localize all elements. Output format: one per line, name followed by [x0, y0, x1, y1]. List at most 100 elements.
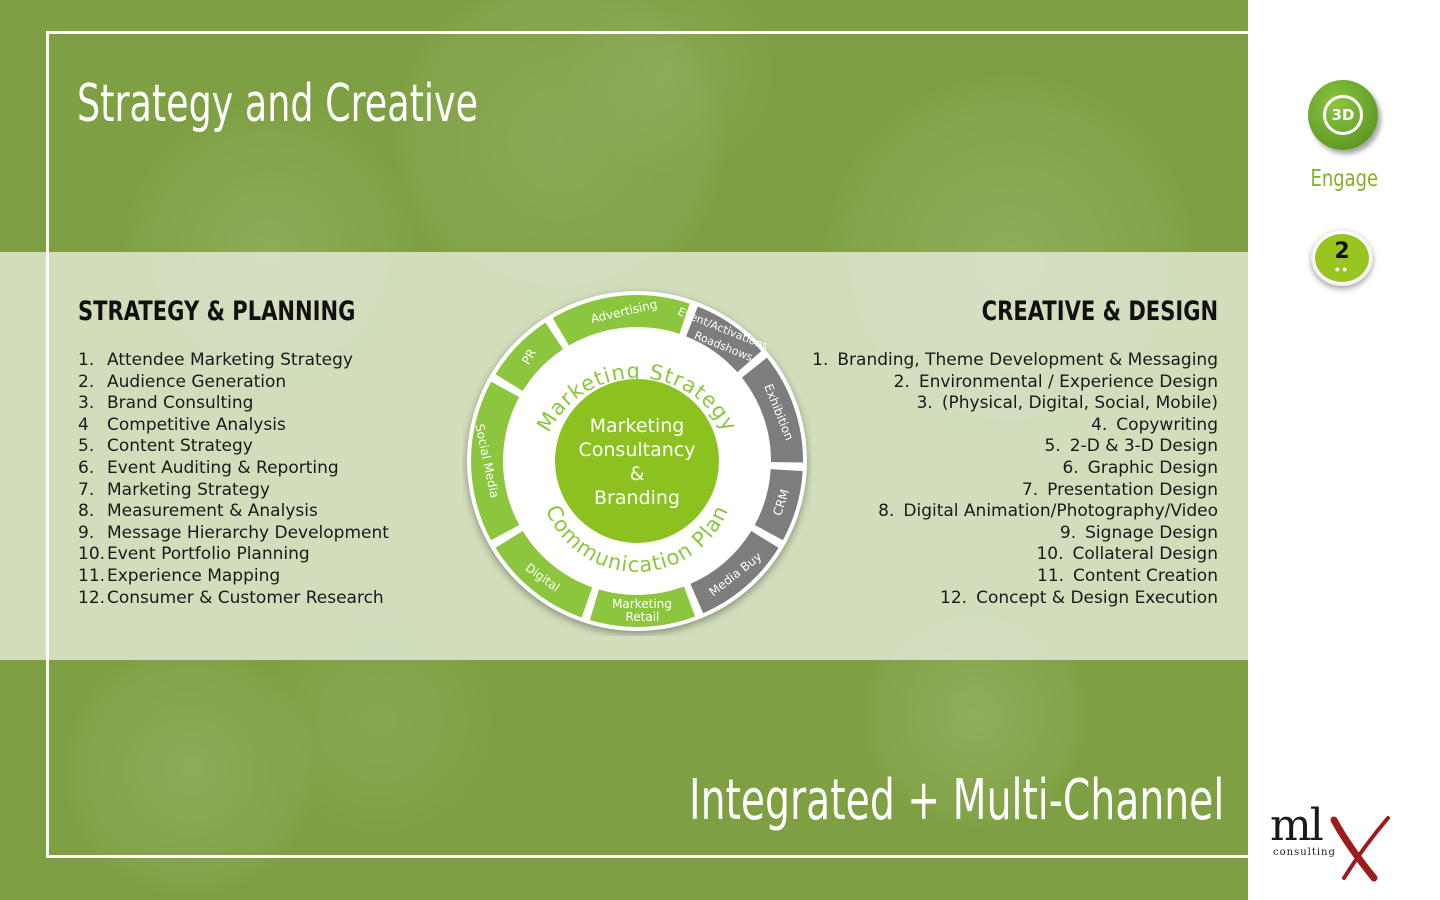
list-item: 6.Graphic Design — [812, 458, 1218, 480]
list-item-text: Content Strategy — [107, 436, 253, 457]
list-item-text: Signage Design — [1085, 522, 1218, 543]
list-item-number: 12. — [940, 587, 968, 608]
list-item-text: Attendee Marketing Strategy — [107, 350, 353, 370]
mlx-consulting-logo: ml consulting — [1270, 800, 1400, 886]
list-item: 3. (Physical, Digital, Social, Mobile) — [812, 393, 1218, 415]
page-number-badge[interactable]: 2 ●● — [1311, 229, 1373, 286]
list-item-number: 8. — [78, 501, 95, 522]
list-item-number: 1. — [812, 350, 829, 370]
marketing-wheel-diagram: Marketing Strategy Communication Plan Ma… — [467, 291, 807, 631]
creative-design-heading: CREATIVE & DESIGN — [981, 296, 1218, 327]
list-item-text: Presentation Design — [1047, 479, 1218, 500]
list-item-text: Collateral Design — [1072, 544, 1219, 565]
strategy-planning-list: 1. Attendee Marketing Strategy 2. Audience … — [78, 350, 389, 609]
segment-exhibition — [741, 357, 803, 463]
wheel-center-line: & — [630, 463, 645, 485]
list-item-number: 8. — [878, 501, 895, 522]
list-item: 3.Brand Consulting — [78, 393, 389, 415]
list-item-text: Digital Animation/Photography/Video — [903, 501, 1218, 522]
list-item-text: Graphic Design — [1087, 457, 1218, 478]
list-item: 10.Event Portfolio Planning — [78, 544, 389, 566]
list-item-number: 3. — [916, 393, 933, 414]
background-bubble — [560, 0, 780, 180]
segment-social-media — [471, 381, 520, 541]
list-item-text: Marketing Strategy — [107, 479, 270, 500]
wheel-center-line: Marketing — [590, 415, 685, 437]
3d-rotate-icon: 3D — [1323, 95, 1363, 135]
wheel-center-line: Branding — [594, 487, 680, 509]
wheel-center-line: Consultancy — [579, 439, 696, 461]
slide-frame — [46, 31, 1248, 858]
slide-title: Strategy and Creative — [77, 74, 479, 134]
list-item-text: Concept & Design Execution — [976, 587, 1218, 608]
list-item: 2.Environmental / Experience Design — [812, 372, 1218, 394]
list-item: 9. Message Hierarchy Development — [78, 523, 389, 545]
list-item: 6. Event Auditing & Reporting — [78, 458, 389, 480]
list-item-text: Brand Consulting — [107, 393, 254, 414]
footer-title: Integrated + Multi-Channel — [688, 768, 1224, 833]
segment-crm — [754, 469, 803, 541]
list-item-number: 7. — [78, 479, 95, 500]
list-item-number: 12. — [78, 587, 106, 608]
list-item-number: 2. — [78, 371, 95, 392]
list-item-number: 5. — [78, 436, 95, 457]
page-dots: ●● — [1334, 264, 1350, 274]
list-item: 2. Audience Generation — [78, 372, 389, 394]
page-number: 2 — [1334, 239, 1350, 264]
sidebar: 3D Engage 2 ●● — [1248, 0, 1440, 900]
list-item-number: 11. — [78, 565, 106, 586]
list-item-text: Event Portfolio Planning — [107, 544, 310, 565]
wheel-segment-label: Retail — [625, 610, 659, 624]
wheel-center — [555, 379, 719, 543]
list-item-text: Content Creation — [1073, 565, 1218, 586]
segment-retail-marketing — [589, 586, 696, 627]
list-item-number: 7. — [1021, 479, 1039, 500]
list-item: 1. Attendee Marketing Strategy — [78, 350, 389, 372]
list-item-text: Message Hierarchy Development — [107, 522, 389, 543]
list-item: 11. Content Creation — [812, 566, 1218, 588]
engage-label[interactable]: Engage — [1310, 166, 1378, 192]
list-item: 7. Marketing Strategy — [78, 480, 389, 502]
list-item-text: Event Auditing & Reporting — [107, 457, 339, 478]
wheel-segment-label: Marketing — [612, 597, 672, 611]
segment-advertising — [552, 295, 690, 346]
logo-subtitle: consulting — [1273, 847, 1336, 858]
list-item: 8.Measurement & Analysis — [78, 501, 389, 523]
list-item-number: 4. — [1091, 414, 1108, 435]
list-item: 1.Branding, Theme Development & Messagin… — [812, 350, 1218, 372]
list-item-text: 2-D & 3-D Design — [1069, 436, 1218, 457]
list-item: 10. Collateral Design — [812, 544, 1218, 566]
list-item-text: Copywriting — [1116, 414, 1218, 435]
list-item-number: 11. — [1037, 565, 1065, 586]
list-item-number: 10. — [1036, 544, 1064, 565]
strategy-planning-heading: STRATEGY & PLANNING — [78, 296, 356, 327]
list-item-text: Consumer & Customer Research — [107, 587, 384, 608]
list-item: 9. Signage Design — [812, 523, 1218, 545]
list-item: 12.Consumer & Customer Research — [78, 588, 389, 610]
list-item: 5. Content Strategy — [78, 436, 389, 458]
list-item: 4. Copywriting — [812, 415, 1218, 437]
list-item-text: Environmental / Experience Design — [918, 371, 1218, 392]
segment-media-buy — [690, 531, 779, 614]
list-item: 7. Presentation Design — [812, 480, 1218, 502]
logo-x-mark — [1330, 816, 1390, 882]
list-item-text: Audience Generation — [107, 371, 287, 392]
segment-pr — [495, 322, 564, 391]
list-item: 12. Concept & Design Execution — [812, 588, 1218, 610]
logo-ml-text: ml — [1270, 800, 1324, 851]
list-item-number: 9. — [1059, 522, 1077, 543]
wheel-segment-label: PR — [519, 347, 539, 367]
engage-3d-button[interactable]: 3D — [1308, 80, 1378, 150]
list-item-number: 1. — [78, 350, 95, 370]
segment-digital — [495, 531, 593, 618]
list-item-text: (Physical, Digital, Social, Mobile) — [941, 393, 1218, 414]
creative-design-list: 1.Branding, Theme Development & Messagin… — [812, 350, 1218, 609]
list-item-number: 9. — [78, 522, 95, 543]
list-item: 8. Digital Animation/Photography/Video — [812, 501, 1218, 523]
list-item: 5.2-D & 3-D Design — [812, 436, 1218, 458]
list-item-number: 6. — [78, 457, 95, 478]
list-item-number: 10. — [78, 544, 106, 565]
list-item-text: Experience Mapping — [107, 565, 281, 586]
list-item-text: Competitive Analysis — [107, 414, 286, 435]
